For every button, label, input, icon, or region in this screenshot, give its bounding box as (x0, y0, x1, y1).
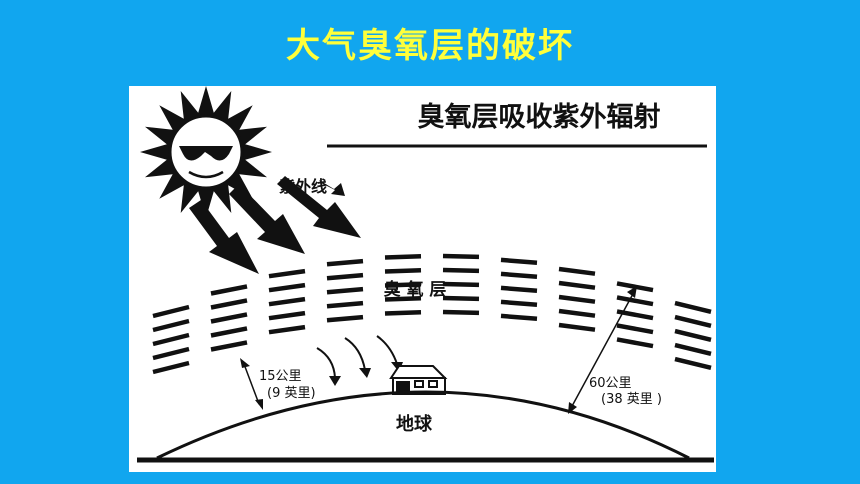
ozone-dash (268, 324, 306, 335)
ozone-dash (674, 314, 712, 328)
ozone-dash (268, 268, 306, 279)
ozone-dash (384, 268, 422, 274)
ozone-dash (674, 356, 712, 370)
ozone-dash (500, 285, 538, 293)
ozone-dash (616, 337, 654, 349)
low-altitude-miles: (9 英里) (267, 386, 316, 401)
ozone-dash (674, 328, 712, 342)
uv-arrow-small (319, 180, 345, 196)
ozone-layer-bands (152, 253, 712, 375)
ozone-dash (384, 254, 422, 260)
ozone-diagram-panel: 臭氧层吸收紫外辐射 紫外线 臭 氧 层 (129, 86, 716, 472)
ozone-dash (384, 282, 422, 288)
ozone-dash (326, 314, 364, 323)
ozone-dash (210, 298, 248, 310)
ozone-dash (268, 296, 306, 307)
ozone-dash (152, 304, 190, 319)
uv-ray-arrows (189, 176, 361, 274)
low-altitude-marker: 15公里 (9 英里) (240, 358, 316, 410)
ozone-dash (268, 310, 306, 321)
uv-arrow (229, 184, 305, 254)
ozone-diagram: 臭氧层吸收紫外辐射 紫外线 臭 氧 层 (137, 86, 714, 463)
ozone-dash (616, 323, 654, 335)
slide-title: 大气臭氧层的破坏 (286, 26, 574, 66)
earth-label: 地球 (396, 413, 433, 435)
high-altitude-km: 60公里 (589, 376, 632, 391)
ozone-dash (442, 253, 480, 260)
ozone-dash (326, 272, 364, 281)
ozone-dash (616, 295, 654, 307)
ozone-dash (558, 294, 596, 304)
ozone-dash (558, 280, 596, 290)
ozone-dash (210, 340, 248, 352)
ozone-dash (616, 281, 654, 293)
ozone-dash (500, 271, 538, 279)
ozone-dash (442, 281, 480, 288)
ozone-dash (326, 300, 364, 309)
ozone-label: 臭 氧 层 (384, 279, 447, 300)
penetrating-uv-arrows (316, 335, 398, 379)
high-altitude-miles: (38 英里 ) (601, 392, 662, 407)
uv-arrow (277, 176, 361, 238)
ozone-dash (500, 313, 538, 321)
ozone-dash (384, 310, 422, 316)
house-icon (389, 365, 448, 395)
ozone-dash (152, 360, 190, 375)
ozone-dash (384, 296, 422, 302)
ozone-dash (558, 322, 596, 332)
ozone-dash (210, 284, 248, 296)
diagram-heading: 臭氧层吸收紫外辐射 (418, 102, 661, 133)
uv-arrow (189, 200, 259, 274)
ozone-dash (152, 318, 190, 333)
ozone-dash (210, 326, 248, 338)
ozone-dash (268, 282, 306, 293)
ozone-dash (326, 258, 364, 267)
ozone-dash (152, 346, 190, 361)
ozone-dash (210, 312, 248, 324)
ozone-dash (500, 299, 538, 307)
high-altitude-marker: 60公里 (38 英里 ) (568, 286, 662, 414)
ozone-dash (442, 295, 480, 302)
ozone-dash (500, 257, 538, 265)
ozone-dash (442, 267, 480, 274)
ozone-dash (442, 309, 480, 316)
ozone-dash (558, 308, 596, 318)
earth-surface (156, 390, 690, 460)
ozone-dash (326, 286, 364, 295)
ozone-dash (152, 332, 190, 347)
ozone-dash (674, 342, 712, 356)
low-altitude-km: 15公里 (259, 369, 302, 384)
ozone-dash (558, 266, 596, 276)
ozone-dash (674, 300, 712, 314)
